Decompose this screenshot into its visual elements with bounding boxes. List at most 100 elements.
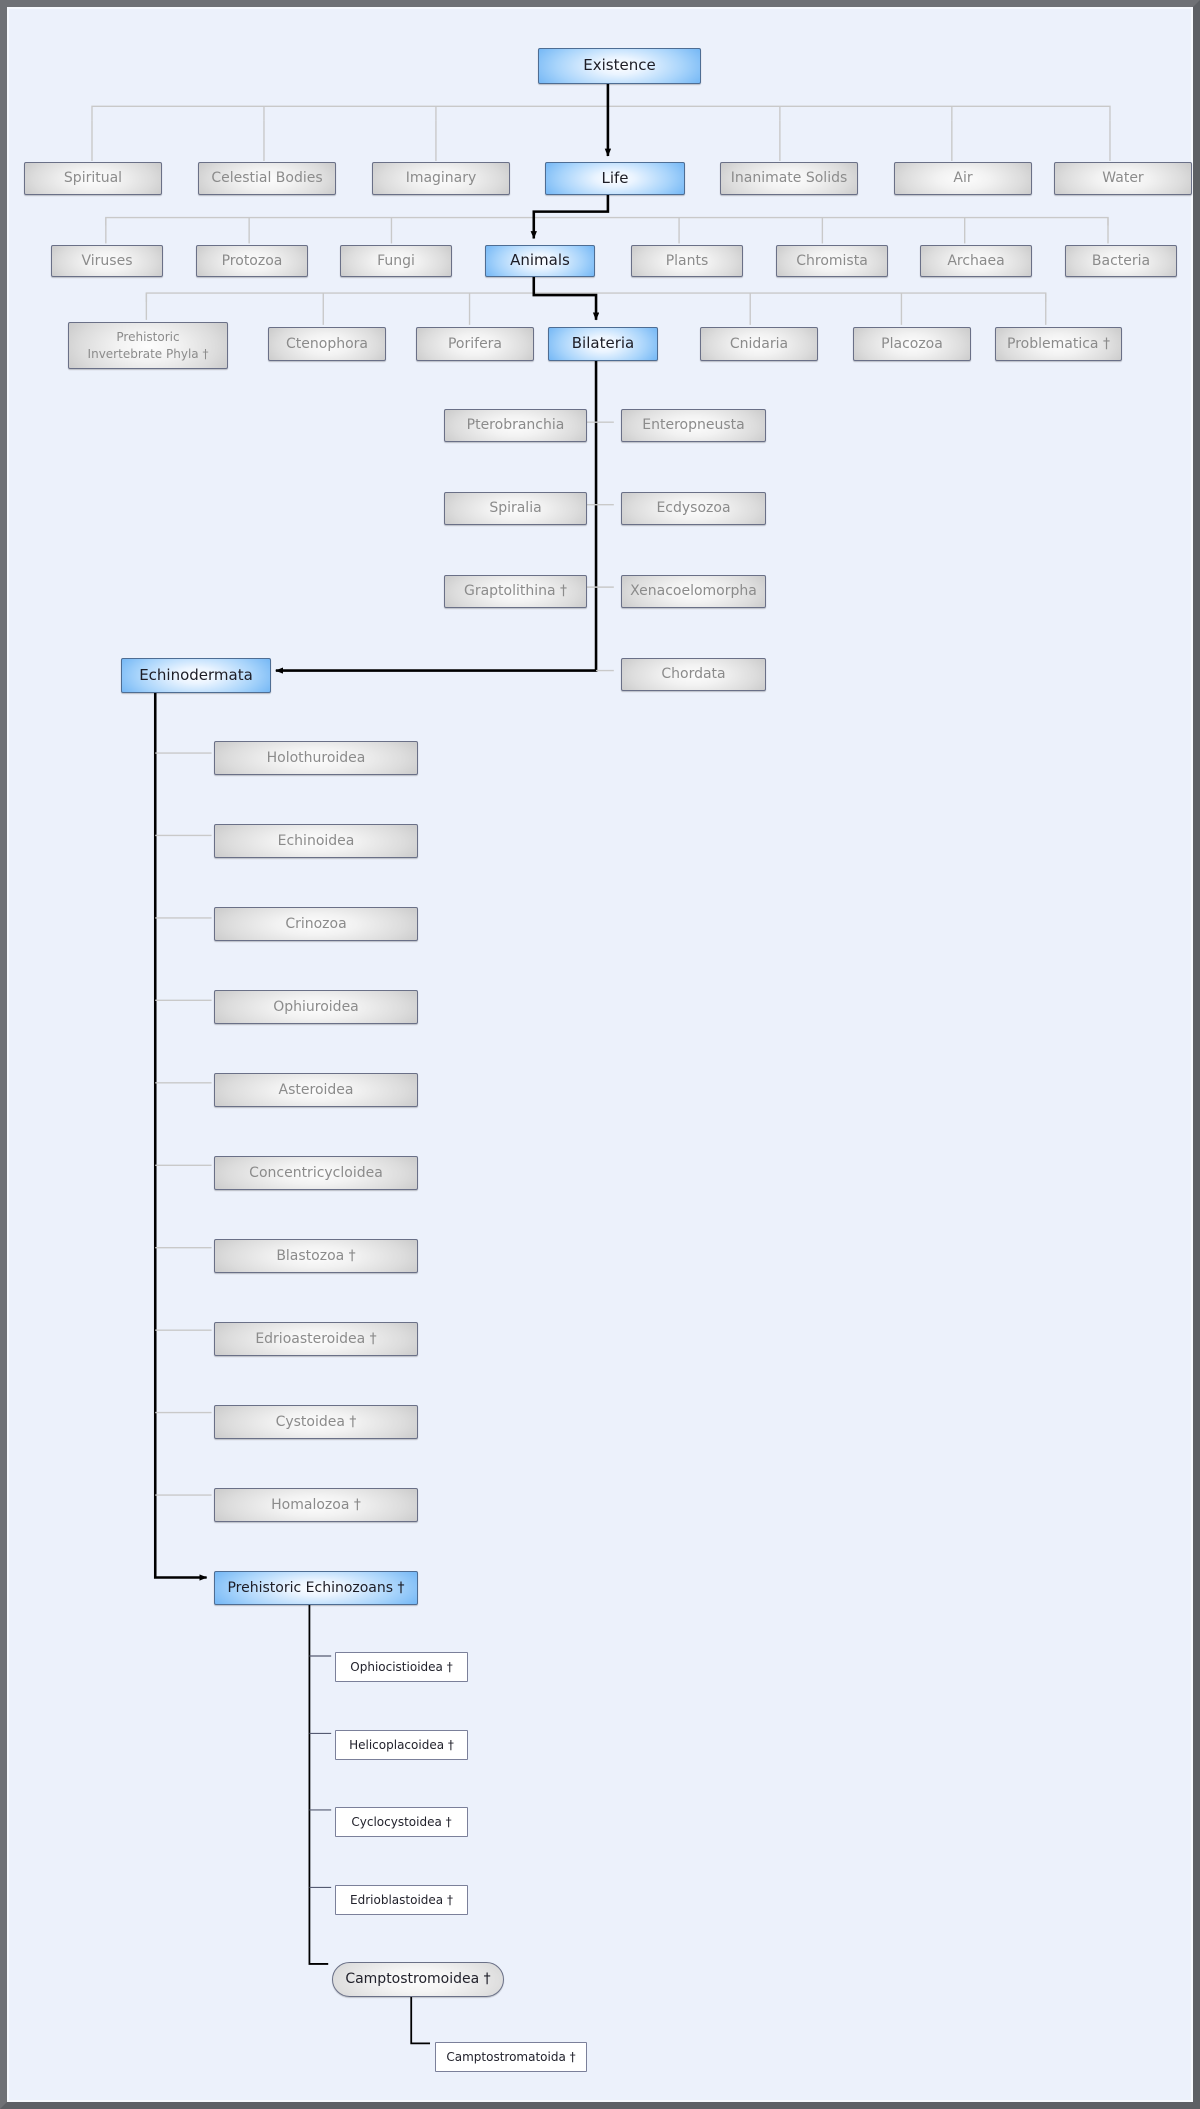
node-label: Xenacoelomorpha: [630, 583, 757, 600]
node-asteroidea[interactable]: Asteroidea: [214, 1073, 418, 1107]
node-bilateria[interactable]: Bilateria: [548, 327, 658, 361]
node-label: Ecdysozoa: [656, 500, 731, 517]
node-homalozoa[interactable]: Homalozoa †: [214, 1488, 418, 1522]
node-water[interactable]: Water: [1054, 162, 1192, 195]
edges-echinozoan-children: [309, 1655, 332, 1889]
edges-bilateria-children: [580, 421, 614, 672]
node-spiritual[interactable]: Spiritual: [24, 162, 162, 195]
node-label: Viruses: [81, 252, 133, 269]
node-label: Chromista: [796, 252, 868, 269]
node-label: Asteroidea: [278, 1081, 354, 1098]
node-animals[interactable]: Animals: [485, 245, 595, 277]
node-existence[interactable]: Existence: [538, 48, 701, 84]
edges-life-children: [105, 216, 1109, 244]
node-label: Chordata: [661, 666, 726, 683]
node-protozoa[interactable]: Protozoa: [196, 245, 308, 277]
node-label: Cystoidea †: [275, 1413, 357, 1430]
edge-echinozoans-spine: [308, 1594, 329, 1965]
node-prehistoric-echinozoans[interactable]: Prehistoric Echinozoans †: [214, 1571, 418, 1605]
node-porifera[interactable]: Porifera: [416, 327, 534, 361]
node-label: Problematica †: [1007, 335, 1110, 352]
diagram-canvas: Existence Spiritual Celestial Bodies Ima…: [7, 7, 1193, 2102]
node-ctenophora[interactable]: Ctenophora: [268, 327, 386, 361]
node-label: Imaginary: [405, 170, 477, 187]
node-label: Camptostromoidea †: [345, 1971, 491, 1988]
node-bacteria[interactable]: Bacteria: [1065, 245, 1177, 277]
node-helicoplacoidea[interactable]: Helicoplacoidea †: [335, 1730, 468, 1760]
node-label: Crinozoa: [285, 915, 347, 932]
node-label: Porifera: [447, 335, 503, 352]
node-enteropneusta[interactable]: Enteropneusta: [621, 409, 766, 442]
node-life[interactable]: Life: [545, 162, 685, 195]
node-viruses[interactable]: Viruses: [51, 245, 163, 277]
node-label: Echinoidea: [277, 832, 355, 849]
edge-life-animals: [530, 193, 610, 240]
node-label: Placozoa: [881, 335, 943, 352]
node-edrioblastoidea[interactable]: Edrioblastoidea †: [335, 1885, 468, 1915]
node-ophiocistioidea[interactable]: Ophiocistioidea †: [335, 1652, 468, 1682]
node-camptostromatoida[interactable]: Camptostromatoida †: [435, 2042, 587, 2072]
node-imaginary[interactable]: Imaginary: [372, 162, 510, 195]
node-label: Helicoplacoidea †: [349, 1737, 454, 1752]
node-chromista[interactable]: Chromista: [776, 245, 888, 277]
node-label: Homalozoa †: [271, 1496, 361, 1513]
node-celestial-bodies[interactable]: Celestial Bodies: [198, 162, 336, 195]
node-label: Enteropneusta: [642, 417, 745, 434]
node-problematica[interactable]: Problematica †: [995, 327, 1122, 361]
node-chordata[interactable]: Chordata: [621, 658, 766, 691]
node-ophiuroidea[interactable]: Ophiuroidea: [214, 990, 418, 1024]
node-cystoidea[interactable]: Cystoidea †: [214, 1405, 418, 1439]
node-label: Bacteria: [1091, 252, 1151, 269]
node-label: Water: [1102, 170, 1144, 187]
edges-existence-children: [91, 105, 1111, 161]
node-label: Ophiuroidea: [273, 998, 359, 1015]
node-edrioasteroidea[interactable]: Edrioasteroidea †: [214, 1322, 418, 1356]
edges-echinodermata-children: [155, 752, 212, 1496]
node-label: Ophiocistioidea †: [350, 1659, 453, 1674]
node-plants[interactable]: Plants: [631, 245, 743, 277]
node-label: Air: [953, 170, 973, 187]
node-graptolithina[interactable]: Graptolithina †: [444, 575, 587, 608]
node-label: Concentricycloidea: [249, 1164, 383, 1181]
node-label: Plants: [665, 252, 709, 269]
node-label: Graptolithina †: [463, 583, 568, 600]
edge-animals-bilateria: [532, 275, 600, 321]
node-concentricycloidea[interactable]: Concentricycloidea: [214, 1156, 418, 1190]
node-spiralia[interactable]: Spiralia: [444, 492, 587, 525]
node-echinoidea[interactable]: Echinoidea: [214, 824, 418, 858]
edge-echinodermata-spine: [153, 688, 208, 1581]
node-fungi[interactable]: Fungi: [340, 245, 452, 277]
node-label: Ctenophora: [286, 335, 368, 352]
node-label: Holothuroidea: [266, 749, 366, 766]
node-label: Archaea: [947, 252, 1005, 269]
node-label: Cyclocystoidea †: [351, 1814, 452, 1829]
node-camptostromoidea[interactable]: Camptostromoidea †: [332, 1962, 504, 1997]
node-label: Spiritual: [63, 170, 123, 187]
node-cnidaria[interactable]: Cnidaria: [700, 327, 818, 361]
node-ecdysozoa[interactable]: Ecdysozoa: [621, 492, 766, 525]
node-air[interactable]: Air: [894, 162, 1032, 195]
node-label: Animals: [510, 251, 570, 270]
node-label: Cnidaria: [729, 335, 789, 352]
node-archaea[interactable]: Archaea: [920, 245, 1032, 277]
node-cyclocystoidea[interactable]: Cyclocystoidea †: [335, 1807, 468, 1837]
node-placozoa[interactable]: Placozoa: [853, 327, 971, 361]
node-label: Echinodermata: [139, 665, 253, 684]
node-label: Camptostromatoida †: [446, 2049, 576, 2064]
node-crinozoa[interactable]: Crinozoa: [214, 907, 418, 941]
node-echinodermata[interactable]: Echinodermata: [121, 658, 271, 693]
node-pterobranchia[interactable]: Pterobranchia: [444, 409, 587, 442]
node-inanimate-solids[interactable]: Inanimate Solids: [720, 162, 858, 195]
node-label: Celestial Bodies: [211, 170, 323, 187]
node-label: Existence: [583, 56, 656, 75]
node-holothuroidea[interactable]: Holothuroidea: [214, 741, 418, 775]
node-label: Protozoa: [221, 252, 283, 269]
node-xenacoelomorpha[interactable]: Xenacoelomorpha: [621, 575, 766, 608]
node-label: Bilateria: [571, 334, 635, 353]
node-blastozoa[interactable]: Blastozoa †: [214, 1239, 418, 1273]
node-label: Fungi: [377, 252, 415, 269]
node-label: Inanimate Solids: [730, 170, 848, 187]
edges-animal-children: [145, 292, 1047, 325]
